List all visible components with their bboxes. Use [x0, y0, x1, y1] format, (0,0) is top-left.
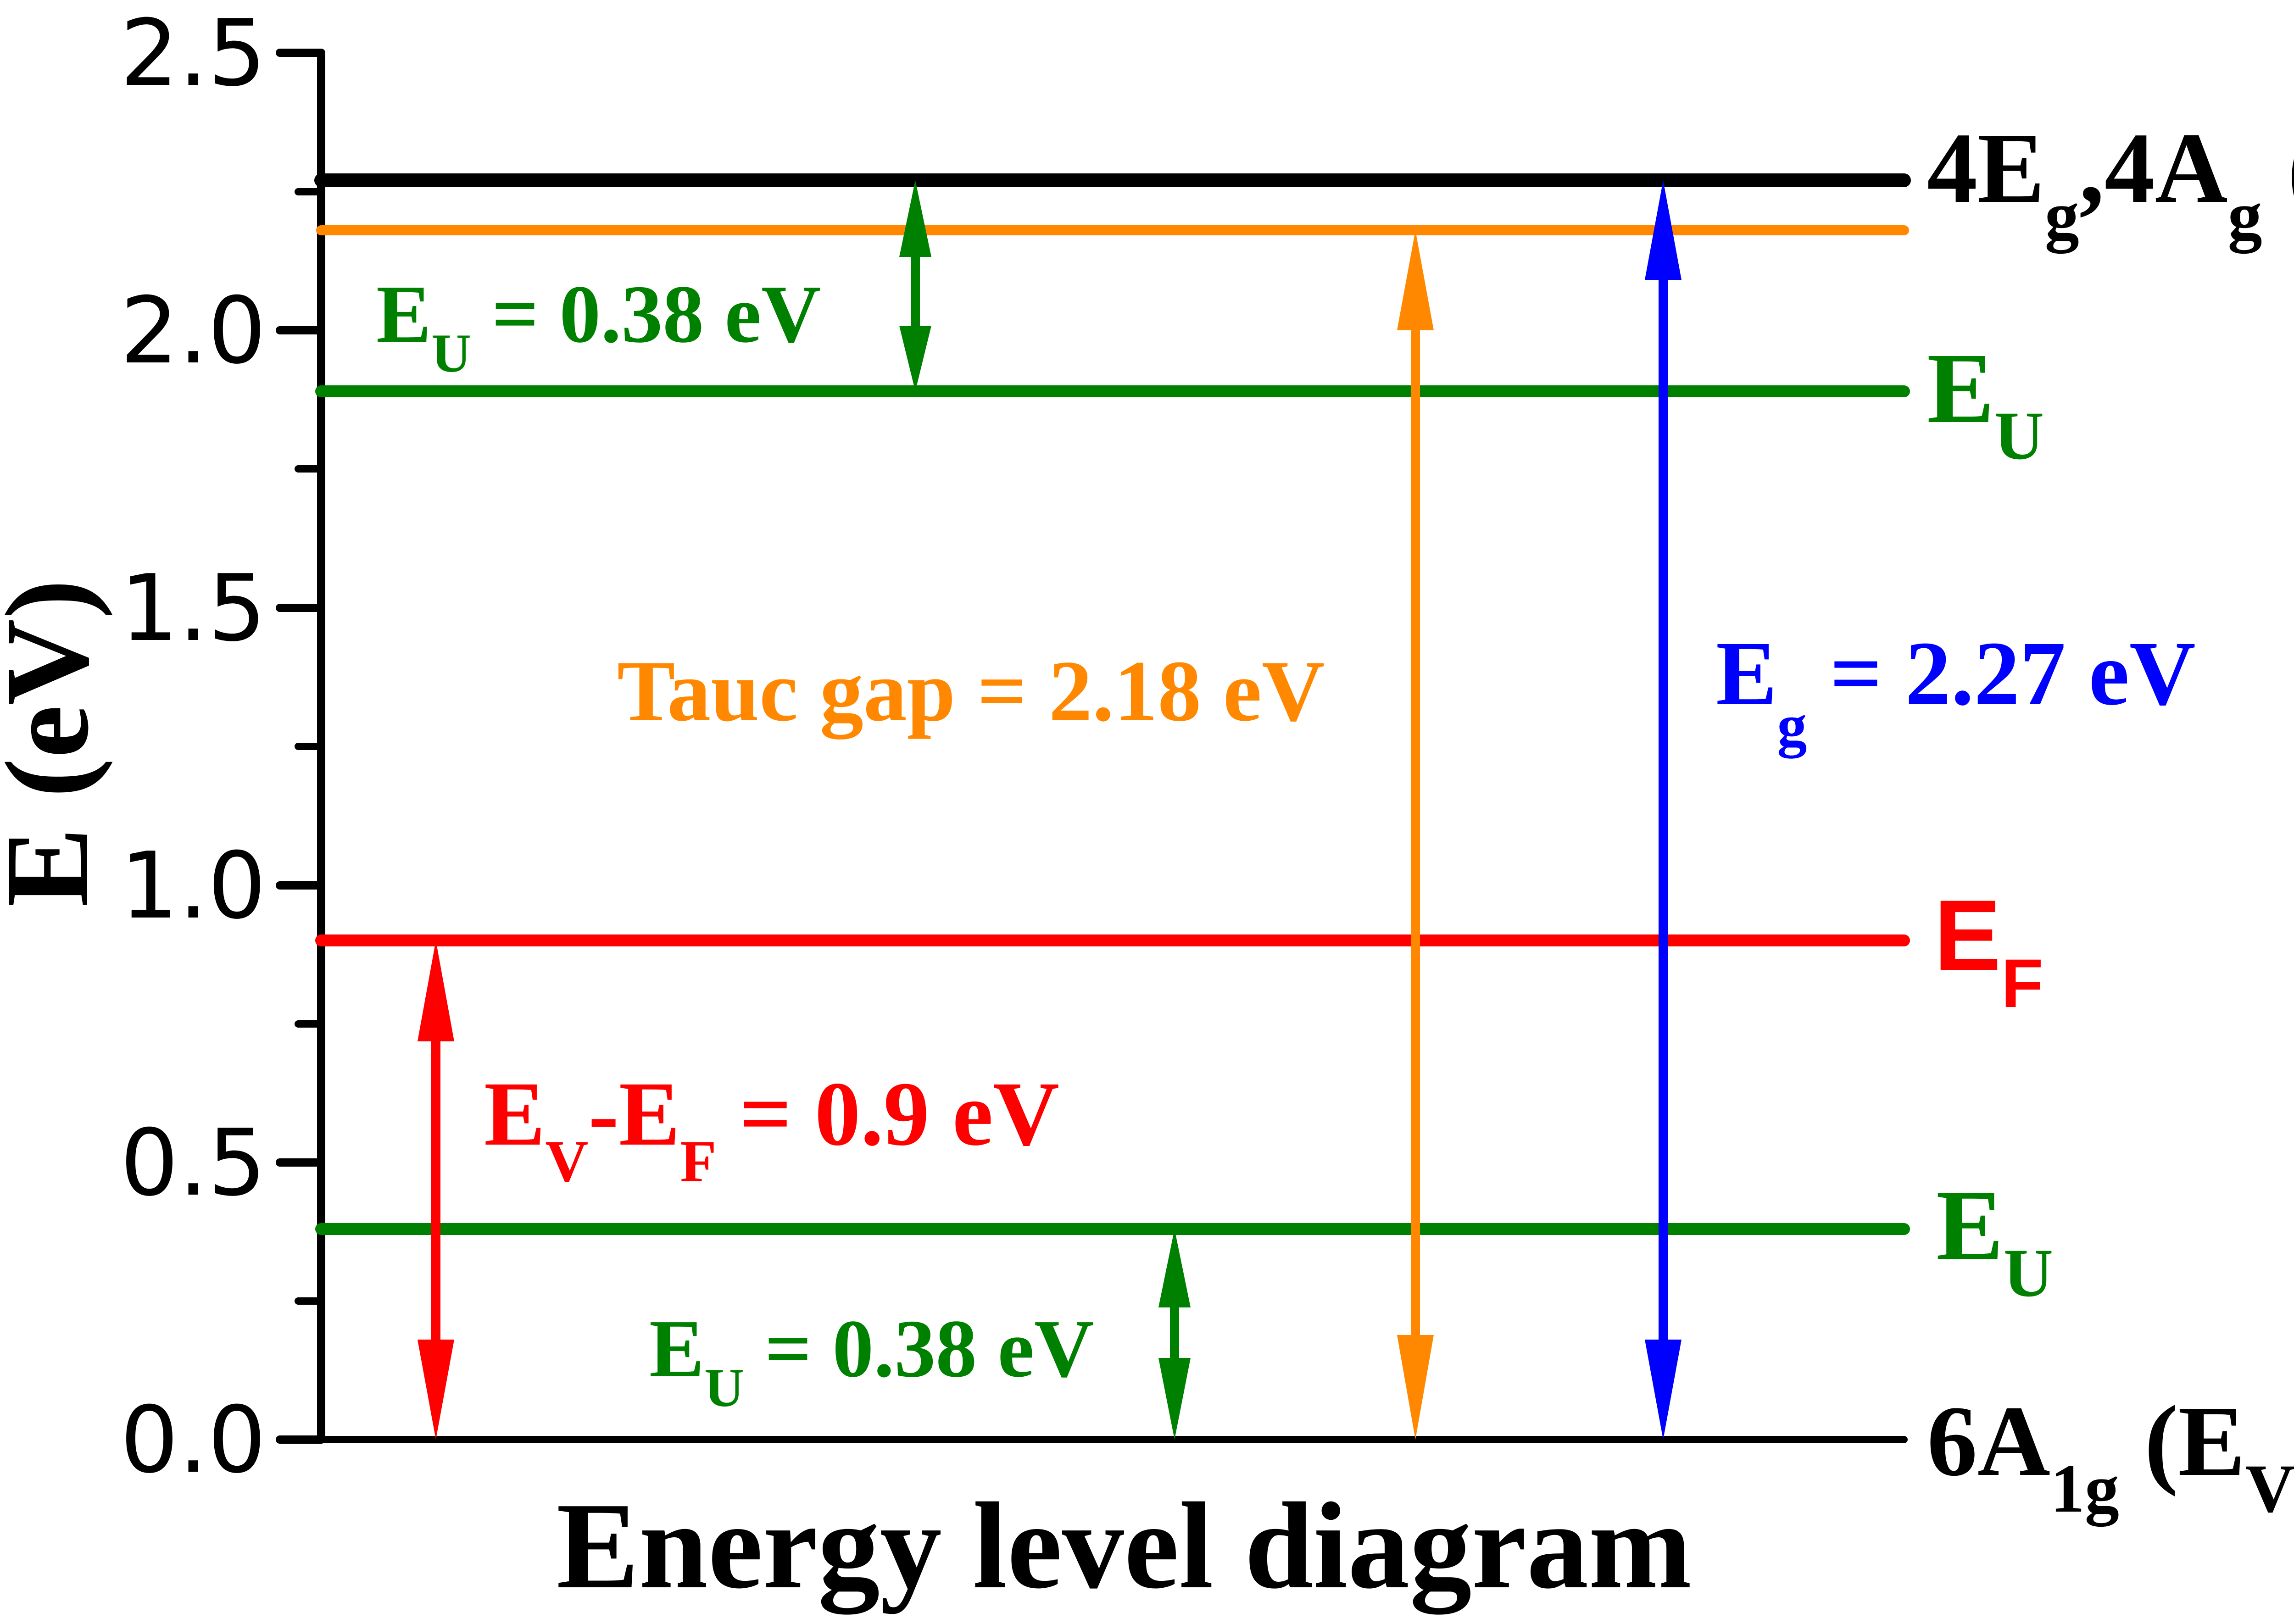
arrow-tauc: [1397, 230, 1434, 1440]
label-eg: Eg = 2.27 eV: [1716, 623, 2196, 759]
tick-label: 2.0: [120, 278, 266, 384]
tick-label: 0.5: [120, 1110, 266, 1217]
label-eu-upper: EU: [1927, 332, 2044, 474]
arrow-eu-upper: [899, 180, 931, 391]
energy-levels: [314, 173, 1911, 1443]
label-evef: EV-EF = 0.9 eV: [484, 1063, 1059, 1195]
arrow-eg: [1645, 180, 1682, 1440]
label-tauc-gap: Tauc gap = 2.18 eV: [617, 643, 1325, 740]
label-ef: EF: [1934, 879, 2043, 1022]
x-axis-label: Energy level diagram: [557, 1477, 1692, 1616]
tick-label: 2.5: [120, 0, 266, 107]
y-axis-tick-labels: 2.5 2.0 1.5 1.0 0.5 0.0: [120, 0, 266, 1494]
y-axis-minor-ticks: [295, 188, 325, 1305]
y-axis-label: E (eV): [0, 579, 113, 907]
label-ev: 6A1g (EV): [1927, 1385, 2294, 1527]
label-eu-lower: EU: [1936, 1169, 2053, 1311]
label-eu-bottom-arrow: EU = 0.38 eV: [649, 1303, 1094, 1418]
tick-label: 0.0: [120, 1387, 266, 1494]
arrow-evef: [418, 940, 454, 1440]
label-ec: 4Eg,4Ag (EC): [1927, 112, 2294, 254]
arrow-labels: EU = 0.38 eV Tauc gap = 2.18 eV Eg = 2.2…: [376, 268, 2196, 1418]
y-axis-major-ticks: [276, 49, 325, 1444]
arrow-eu-lower: [1158, 1229, 1191, 1440]
level-labels: 4Eg,4Ag (EC) EU EF EU 6A1g (EV): [1927, 112, 2294, 1527]
label-eu-top-arrow: EU = 0.38 eV: [376, 268, 821, 384]
arrows: [418, 180, 1682, 1440]
tick-label: 1.0: [120, 833, 266, 940]
tick-label: 1.5: [120, 555, 266, 662]
y-axis: 2.5 2.0 1.5 1.0 0.5 0.0 E (eV): [0, 0, 325, 1494]
